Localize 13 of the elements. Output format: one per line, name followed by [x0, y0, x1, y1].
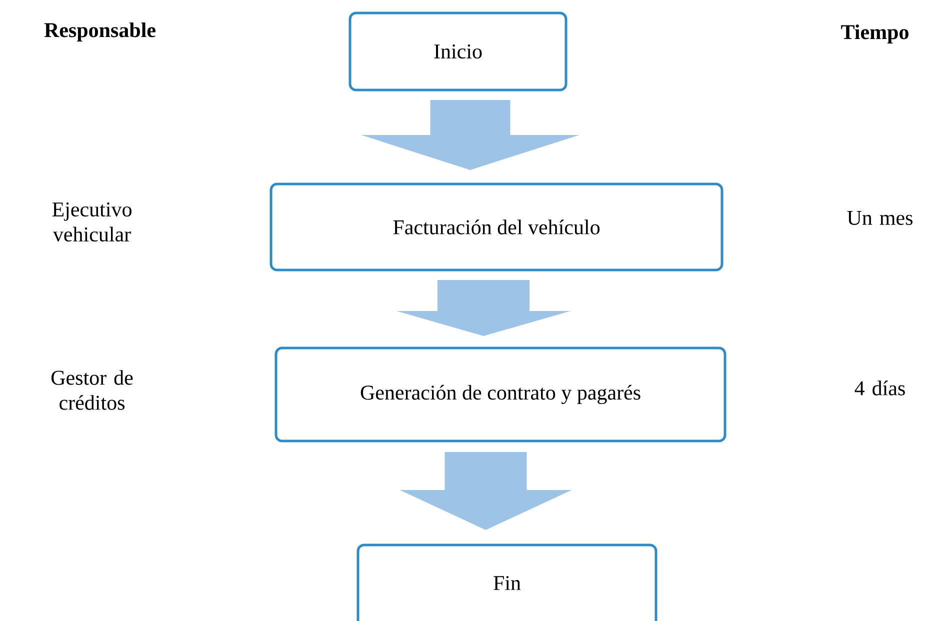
duration-label: 4 días: [854, 380, 905, 396]
process-box: Fin: [356, 544, 658, 621]
responsible-label: Gestor de créditos: [51, 370, 133, 410]
block-arrow: [361, 100, 580, 170]
process-box: Generación de contrato y pagarés: [274, 346, 726, 442]
block-arrow: [400, 452, 572, 530]
block-arrow: [396, 280, 570, 336]
duration-label: Un mes: [847, 211, 912, 225]
column-heading: Tiempo: [841, 24, 908, 44]
column-heading: Responsable: [44, 22, 156, 42]
process-box: Inicio: [348, 12, 568, 92]
responsible-label: Ejecutivo vehicular: [52, 202, 132, 242]
process-box: Facturación del vehículo: [270, 182, 724, 272]
